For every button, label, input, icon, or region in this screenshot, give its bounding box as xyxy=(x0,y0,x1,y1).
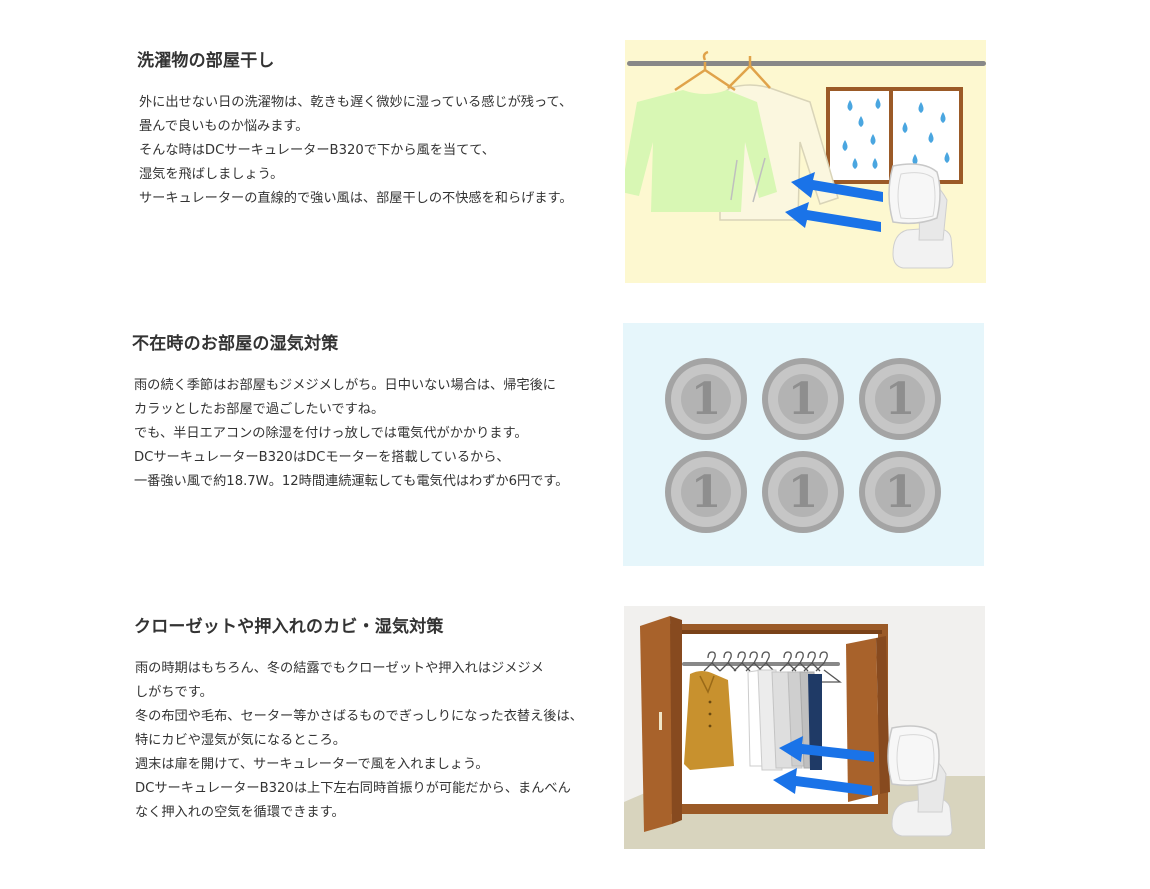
body-line: 湿気を飛ばしましょう。 xyxy=(139,167,284,182)
body-line: DCサーキュレーターB320は上下左右同時首振りが可能だから、まんべん xyxy=(135,781,571,796)
laundry-illustration xyxy=(625,40,986,283)
coin-icon: 1 xyxy=(859,451,941,533)
coin-label: 1 xyxy=(885,467,916,518)
coins-illustration: 1 1 1 1 1 1 xyxy=(623,323,984,566)
coin-label: 1 xyxy=(691,374,722,425)
closet-illustration xyxy=(624,606,985,849)
body-line: 雨の時期はもちろん、冬の結露でもクローゼットや押入れはジメジメ xyxy=(135,661,544,676)
coin-icon: 1 xyxy=(859,358,941,440)
body-line: 週末は扉を開けて、サーキュレーターで風を入れましょう。 xyxy=(135,757,489,772)
coin-icon: 1 xyxy=(762,358,844,440)
coin-label: 1 xyxy=(691,467,722,518)
hanger-icon xyxy=(703,651,842,683)
body-line: でも、半日エアコンの除湿を付けっ放しでは電気代がかかります。 xyxy=(134,426,528,441)
body-line: なく押入れの空気を循環できます。 xyxy=(135,805,345,820)
coin-icon: 1 xyxy=(665,451,747,533)
coin-label: 1 xyxy=(788,467,819,518)
body-line: 冬の布団や毛布、セーター等かさばるものでぎっしりになった衣替え後は、 xyxy=(135,709,583,724)
section-title-absence: 不在時のお部屋の湿気対策 xyxy=(132,334,339,354)
coin-icon: 1 xyxy=(665,358,747,440)
body-line: DCサーキュレーターB320はDCモーターを搭載しているから、 xyxy=(134,450,510,465)
airflow-arrow-icon xyxy=(773,736,874,796)
section-body-laundry: 外に出せない日の洗濯物は、乾きも遅く微妙に湿っている感じが残って、 畳んで良いも… xyxy=(139,91,573,211)
body-line: しがちです。 xyxy=(135,685,213,700)
body-line: 雨の続く季節はお部屋もジメジメしがち。日中いない場合は、帰宅後に xyxy=(134,378,556,393)
section-body-absence: 雨の続く季節はお部屋もジメジメしがち。日中いない場合は、帰宅後に カラッとしたお… xyxy=(134,374,568,494)
body-line: 外に出せない日の洗濯物は、乾きも遅く微妙に湿っている感じが残って、 xyxy=(139,95,573,110)
section-body-closet: 雨の時期はもちろん、冬の結露でもクローゼットや押入れはジメジメ しがちです。 冬… xyxy=(135,657,583,825)
body-line: 一番強い風で約18.7W。12時間連続運転しても電気代はわずか6円です。 xyxy=(134,474,569,489)
section-title-closet: クローゼットや押入れのカビ・湿気対策 xyxy=(134,617,444,637)
hanging-rod xyxy=(627,61,986,66)
body-line: カラッとしたお部屋で過ごしたいですね。 xyxy=(134,402,385,417)
body-line: 畳んで良いものか悩みます。 xyxy=(139,119,309,134)
airflow-arrow-icon xyxy=(785,172,883,232)
green-shirt-icon xyxy=(625,50,777,212)
coin-label: 1 xyxy=(788,374,819,425)
coin-label: 1 xyxy=(885,374,916,425)
body-line: サーキュレーターの直線的で強い風は、部屋干しの不快感を和らげます。 xyxy=(139,191,573,206)
circulator-fan-icon xyxy=(888,163,954,269)
body-line: 特にカビや湿気が気になるところ。 xyxy=(135,733,346,748)
circulator-fan-icon xyxy=(887,725,953,837)
coin-icon: 1 xyxy=(762,451,844,533)
body-line: そんな時はDCサーキュレーターB320で下から風を当てて、 xyxy=(139,143,495,158)
section-title-laundry: 洗濯物の部屋干し xyxy=(137,51,275,71)
